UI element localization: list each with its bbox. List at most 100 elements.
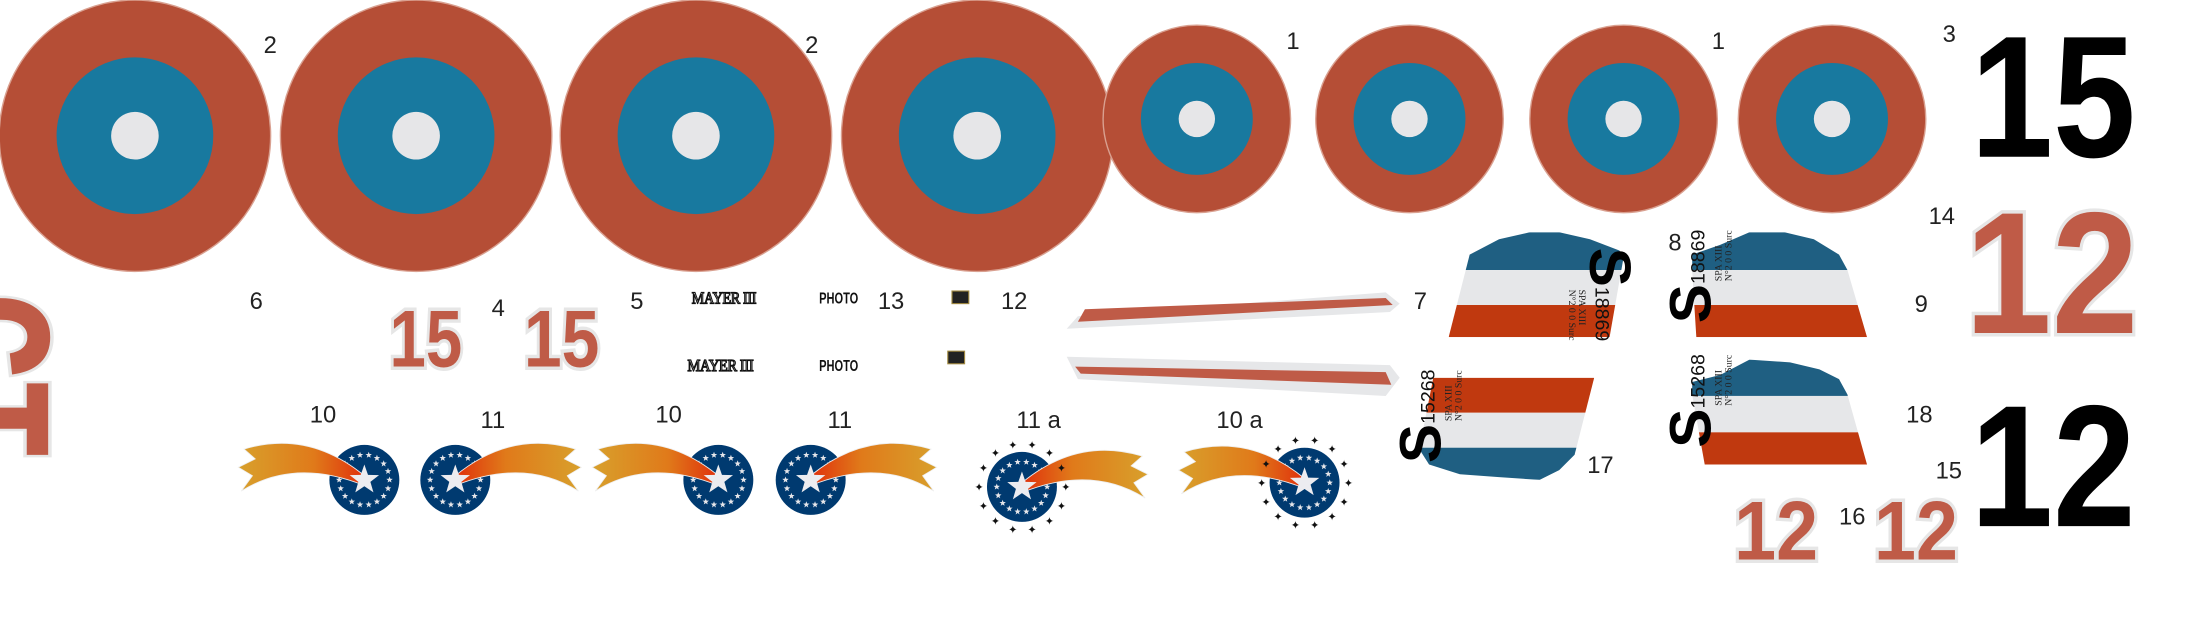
sparkle-icon: ✦ — [1045, 515, 1054, 528]
comet-tail — [1177, 445, 1305, 495]
decal-number-label: 14 — [1929, 203, 1955, 230]
shooting-star-emblem: ✦✦✦✦✦✦✦✦✦✦✦✦✦✦ — [1177, 435, 1353, 532]
shooting-star-emblem — [775, 442, 938, 515]
flag-serial: 18869 — [1688, 230, 1710, 284]
sparkle-icon: ✦ — [1045, 447, 1054, 460]
sparkle-icon: ✦ — [1273, 443, 1282, 456]
shooting-star-emblem: ✦✦✦✦✦✦✦✦✦✦✦✦✦✦ — [974, 439, 1149, 537]
decal-number-label: 9 — [1915, 291, 1928, 318]
flag-type: SPA XIII — [1576, 290, 1587, 326]
sparkle-icon: ✦ — [1327, 511, 1336, 524]
flag-serial: 18869 — [1591, 287, 1613, 341]
sparkle-icon: ✦ — [979, 462, 988, 475]
sparkle-icon: ✦ — [979, 500, 988, 513]
shooting-star-emblem — [420, 442, 583, 515]
flag-serial: 15268 — [1418, 369, 1440, 424]
red-numeral-12-small: 12 — [1874, 484, 1958, 578]
roundel-decal — [1737, 24, 1927, 214]
comet-tail — [454, 442, 583, 492]
flag-type: SPA XIII — [1714, 370, 1725, 406]
decal-number-label: 15 — [1936, 457, 1962, 484]
flag-engine: N°2 0 0 Surc — [1723, 354, 1734, 406]
sparkle-icon: ✦ — [1027, 523, 1036, 536]
comet-tail — [1021, 449, 1149, 499]
flag-serial: 15268 — [1688, 354, 1710, 409]
star-icon — [349, 464, 380, 493]
flag-letter: S — [1388, 424, 1453, 463]
roundel-decal — [1315, 24, 1504, 214]
shooting-star-emblem — [591, 442, 754, 515]
decal-number-label: 2 — [805, 32, 818, 59]
decal-number-label: 10 — [310, 402, 336, 429]
sparkle-icon: ✦ — [1257, 477, 1266, 490]
decal-number-label: 7 — [1414, 288, 1427, 315]
decal-number-label: 12 — [1001, 288, 1027, 315]
decal-number-label: 11 — [480, 407, 505, 434]
sparkle-icon: ✦ — [1327, 443, 1336, 456]
roundel-decal — [279, 0, 553, 273]
decal-number-label: 18 — [1906, 402, 1932, 429]
sparkle-icon: ✦ — [1339, 496, 1348, 509]
decal-number-label: 8 — [1668, 229, 1681, 256]
decal-number-label: 17 — [1587, 452, 1613, 479]
star-icon — [795, 464, 826, 493]
decal-number-label: 2 — [264, 32, 277, 59]
flag-engine: N°2 0 0 Surc — [1566, 290, 1577, 342]
red-numeral-15-small: 15 — [390, 295, 463, 385]
roundel-decal — [1529, 24, 1719, 214]
decal-number-label: 10 a — [1216, 407, 1263, 434]
emblem-dot-ring: ✦✦✦✦✦✦✦✦✦✦✦✦✦✦ — [974, 439, 1070, 537]
decal-number-label: 4 — [492, 295, 505, 322]
shooting-star-emblem — [237, 442, 400, 515]
decal-number-label: 13 — [878, 288, 904, 315]
flag-letter: S — [1658, 284, 1723, 323]
data-plate-decal — [947, 350, 966, 365]
star-icon — [440, 464, 470, 493]
decal-number-label: 11 — [827, 407, 852, 434]
decal-number-label: 5 — [630, 288, 643, 315]
red-numeral-12-small: 12 — [1734, 484, 1818, 578]
flag-type: SPA XIII — [1443, 385, 1454, 421]
decal-number-label: 11 a — [1016, 407, 1061, 434]
flag-letter: S — [1658, 409, 1723, 448]
decal-number-label: 6 — [250, 288, 263, 315]
flag-engine: N°2 0 0 Surc — [1723, 230, 1734, 282]
decal-number-label: 16 — [1839, 504, 1865, 531]
sparkle-icon: ✦ — [1310, 519, 1319, 532]
sparkle-icon: ✦ — [974, 481, 983, 494]
comet-tail — [591, 442, 719, 492]
decal-number-label: 1 — [1286, 28, 1299, 55]
photo-marking: PHOTO — [819, 291, 858, 308]
star-icon — [1007, 471, 1037, 500]
sparkle-icon: ✦ — [1291, 435, 1300, 448]
sparkle-icon: ✦ — [991, 515, 1000, 528]
decal-number-label: 1 — [1712, 28, 1725, 55]
star-icon — [1289, 467, 1320, 496]
roundel-decal — [0, 0, 272, 273]
data-plate-decal — [951, 290, 970, 305]
sparkle-icon: ✦ — [1261, 458, 1270, 471]
sparkle-icon: ✦ — [1061, 481, 1070, 494]
comet-tail — [810, 442, 938, 492]
photo-marking: PHOTO — [819, 358, 858, 375]
flag-letter: S — [1577, 248, 1642, 287]
sparkle-icon: ✦ — [1057, 500, 1066, 513]
red-numeral-15-rotated: 15 — [0, 294, 93, 465]
sparkle-icon: ✦ — [1273, 511, 1282, 524]
stripe-decal — [1066, 292, 1400, 329]
comet-tail — [237, 442, 365, 492]
sparkle-icon: ✦ — [1008, 439, 1017, 452]
sparkle-icon: ✦ — [1291, 519, 1300, 532]
decal-number-label: 10 — [655, 402, 681, 429]
sparkle-icon: ✦ — [1008, 523, 1017, 536]
roundel-decal — [840, 0, 1114, 273]
flag-engine: N°2 0 0 Surc — [1453, 370, 1464, 422]
sparkle-icon: ✦ — [1057, 462, 1066, 475]
sparkle-icon: ✦ — [1344, 477, 1353, 490]
mayer-marking: MAYER III — [688, 356, 754, 375]
roundel-decal — [1102, 24, 1292, 214]
mayer-marking: MAYER III — [692, 289, 756, 308]
